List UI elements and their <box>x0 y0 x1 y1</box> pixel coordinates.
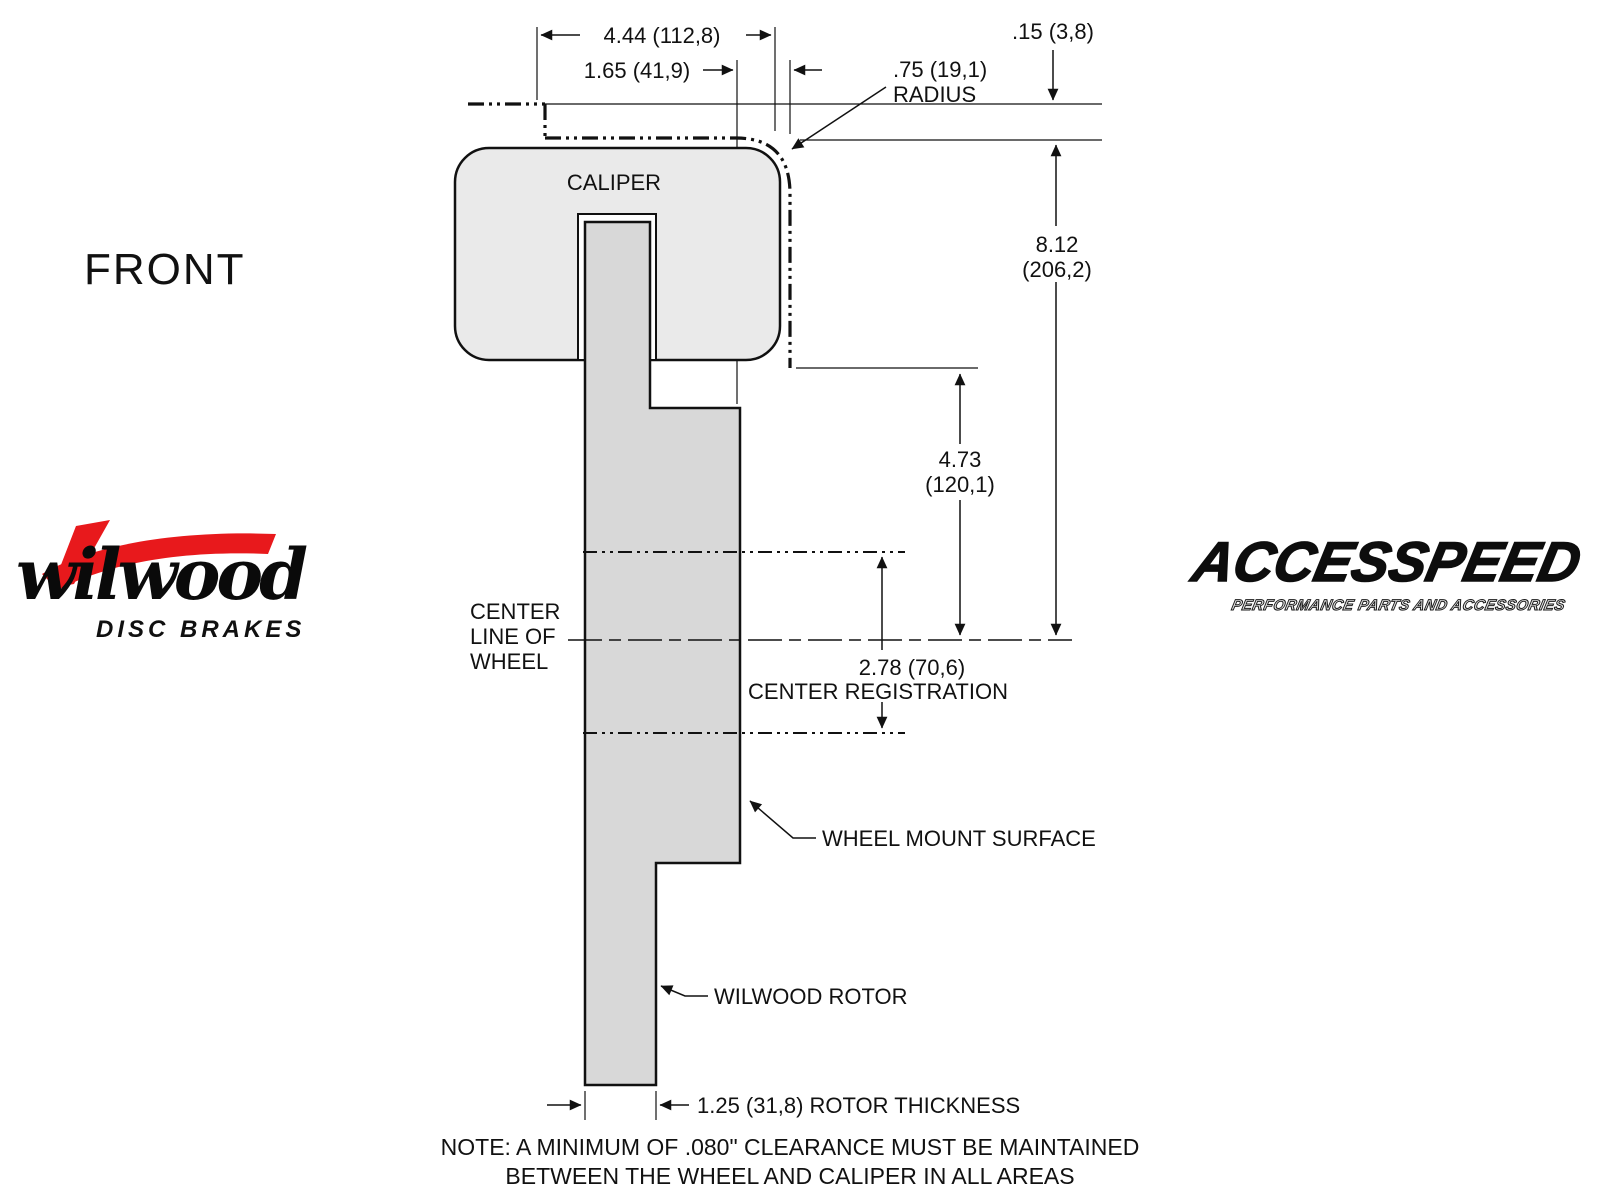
dim-radius-value: .75 (19,1) <box>893 57 987 82</box>
dim-mount-height-value: 4.73 <box>939 447 982 472</box>
radius-leader-line <box>791 86 887 150</box>
centerline-label-1: CENTER <box>470 599 560 624</box>
accesspeed-logo: ACCESSPEED PERFORMANCE PARTS AND ACCESSO… <box>1187 529 1588 614</box>
accesspeed-subtitle: PERFORMANCE PARTS AND ACCESSORIES <box>1230 597 1568 615</box>
dim-total-height-mm: (206,2) <box>1022 257 1092 282</box>
wilwood-brush-swoosh-icon <box>42 520 276 590</box>
dim-center-registration-label: CENTER REGISTRATION <box>748 679 1008 704</box>
front-view-label: FRONT <box>84 245 246 294</box>
caliper-label: CALIPER <box>567 170 661 195</box>
dim-center-registration-value: 2.78 (70,6) <box>859 655 965 680</box>
wheel-clearance-envelope <box>468 102 792 368</box>
wilwood-logo: wilwood DISC BRAKES <box>14 512 326 657</box>
rotor-profile <box>583 220 742 1087</box>
rotor-label: WILWOOD ROTOR <box>714 984 908 1009</box>
note-line-2: BETWEEN THE WHEEL AND CALIPER IN ALL ARE… <box>505 1163 1074 1189</box>
centerline-label-2: LINE OF <box>470 624 556 649</box>
dim-total-height-value: 8.12 <box>1036 232 1079 257</box>
center-registration-lines <box>583 551 905 734</box>
dim-mount-height-mm: (120,1) <box>925 472 995 497</box>
dim-caliper-offset-value: 1.65 (41,9) <box>584 58 690 83</box>
note-line-1: NOTE: A MINIMUM OF .080" CLEARANCE MUST … <box>441 1134 1140 1160</box>
dim-caliper-width-value: 4.44 (112,8) <box>603 23 720 48</box>
dim-clearance-value: .15 (3,8) <box>1012 19 1094 44</box>
wheel-mount-label: WHEEL MOUNT SURFACE <box>822 826 1096 851</box>
wilwood-wordmark: wilwood <box>16 533 308 616</box>
wilwood-subtitle: DISC BRAKES <box>96 616 306 643</box>
centerline-label-3: WHEEL <box>470 649 548 674</box>
wheel-mount-leader <box>749 800 816 839</box>
dim-radius-label: RADIUS <box>893 82 976 107</box>
accesspeed-wordmark: ACCESSPEED <box>1187 529 1588 594</box>
dim-rotor-thickness-value: 1.25 (31,8) ROTOR THICKNESS <box>697 1093 1020 1118</box>
rotor-leader <box>660 985 708 997</box>
envelope-main <box>545 136 792 368</box>
